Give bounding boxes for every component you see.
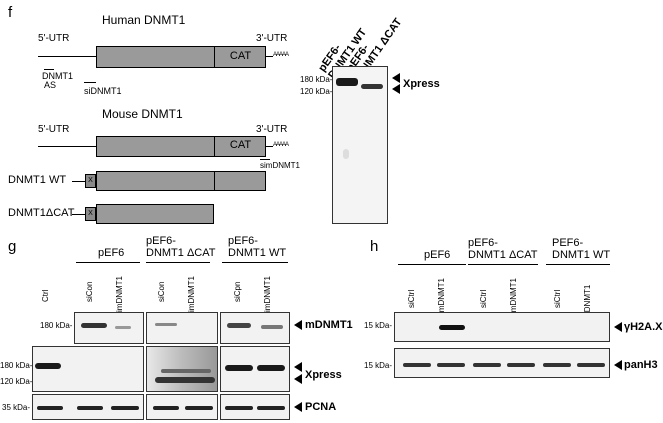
h-group3-label-1: PEF6- (552, 237, 584, 249)
human-dnmt1-title: Human DNMT1 (102, 13, 186, 27)
g-label-pcna: PCNA (305, 401, 337, 413)
g-lane-label-ctrl: Ctrl (41, 289, 50, 302)
g-group3-label-2: DNMT1 WT (228, 247, 287, 259)
h-group1-underline (398, 264, 466, 265)
g-blot-mdnmt1-mid (146, 312, 218, 344)
g-group3-underline (222, 262, 288, 263)
f-arrow-2 (392, 84, 400, 94)
g-blot-xpress-mid (146, 346, 218, 392)
g-group3-label-1: pEF6- (228, 235, 258, 247)
g-blot-mdnmt1-right (220, 312, 290, 344)
h-group2-underline (468, 264, 538, 265)
simdnmt1-label: simDNMT1 (260, 161, 300, 170)
g-mw-180a: 180 kDa- (40, 321, 73, 330)
h-mw-15b: 15 kDa- (364, 361, 393, 370)
simdnmt1-mark (260, 159, 270, 160)
g-group1-underline (76, 262, 140, 263)
panel-h-letter: h (370, 238, 379, 255)
construct-wt-xpress-tag: X (85, 174, 96, 188)
g-arrow-pcna (294, 402, 302, 412)
construct-wt-cat-divider (214, 171, 215, 191)
g-arrow-xpress-2 (294, 374, 302, 384)
construct-wt-label: DNMT1 WT (8, 174, 67, 186)
g-lane-label-simdnmt1-2: simDNMT1 (187, 276, 196, 316)
sidnmt1-mark (84, 82, 96, 83)
g-lane-label-simdnmt1-1: simDNMT1 (115, 276, 124, 316)
construct-dcat-line (72, 214, 86, 215)
mouse-utr3: 3'-UTR (256, 124, 288, 135)
g-blot-pcna-left (32, 394, 144, 420)
g-arrow-xpress-1 (294, 362, 302, 372)
construct-dcat-gene (96, 204, 214, 224)
dnmt1-as-label-2: AS (44, 80, 57, 90)
g-mw-35: 35 kDa- (2, 403, 31, 412)
h-lane-label-sictrl-2: siCtrl (479, 289, 488, 308)
human-utr5-line (38, 56, 97, 57)
human-utr5: 5'-UTR (38, 33, 70, 44)
f-xpress-label: Xpress (403, 78, 440, 90)
g-group2-underline (146, 262, 210, 263)
g-mw-180b: 180 kDa- (0, 361, 33, 370)
dnmt1-as-mark (44, 69, 54, 70)
mouse-dnmt1-title: Mouse DNMT1 (102, 107, 183, 121)
h-group2-label-2: DNMT1 ΔCAT (468, 249, 538, 261)
h-group3-label-2: DNMT1 WT (552, 249, 611, 261)
h-blot-gh2ax (394, 312, 610, 342)
g-lane-label-sicpn: siCpn (233, 281, 242, 302)
h-arrow-panh3 (614, 360, 622, 370)
human-utr3-line (265, 56, 273, 57)
h-label-panh3: panH3 (624, 359, 658, 371)
h-lane-label-sictrl-3: siCtrl (553, 289, 562, 308)
h-group3-underline (546, 264, 610, 265)
g-blot-pcna-mid (146, 394, 218, 420)
construct-wt-line (72, 181, 86, 182)
g-group2-label-2: DNMT1 ΔCAT (146, 247, 216, 259)
g-arrow-mdnmt1 (294, 320, 302, 330)
f-mw-180: 180 kDa- (300, 75, 333, 84)
h-mw-15a: 15 kDa- (364, 321, 393, 330)
human-polya: AAAAA (273, 52, 289, 58)
f-mw-120: 120 kDa- (300, 87, 333, 96)
g-mw-120: 120 kDa- (0, 377, 33, 386)
f-arrow-1 (392, 73, 400, 83)
construct-dcat-label: DNMT1ΔCAT (8, 207, 75, 219)
mouse-utr3-line (265, 146, 273, 147)
g-lane-label-sicon-2: siCon (157, 281, 166, 302)
f-blot-image (332, 66, 388, 224)
construct-wt-gene (96, 171, 266, 191)
h-lane-label-sictrl-1: siCtrl (407, 289, 416, 308)
g-group1-label: pEF6 (98, 247, 125, 259)
g-blot-xpress-right (220, 346, 290, 392)
g-blot-pcna-right (220, 394, 290, 420)
g-blot-mdnmt1-left (74, 312, 144, 344)
h-group2-label-1: pEF6- (468, 237, 498, 249)
human-dnmt1-gene (96, 46, 266, 68)
g-blot-xpress-left (32, 346, 144, 392)
mouse-utr5-line (38, 146, 97, 147)
h-arrow-gh2ax (614, 322, 622, 332)
construct-dcat-xpress-tag: X (85, 207, 96, 221)
h-label-gh2ax: γH2A.X (624, 321, 663, 333)
g-group2-label-1: pEF6- (146, 235, 176, 247)
panel-g-letter: g (8, 238, 17, 255)
human-cat-domain: CAT (214, 46, 266, 68)
g-lane-label-simdnmt1-3: simDNMT1 (263, 276, 272, 316)
human-utr3: 3'-UTR (256, 33, 288, 44)
sidnmt1-label: siDNMT1 (84, 86, 122, 96)
mouse-cat-domain: CAT (214, 136, 266, 157)
mouse-polya: AAAAA (273, 142, 289, 148)
dnmt1-as-label-1: DNMT1 (42, 71, 73, 81)
g-label-xpress: Xpress (305, 369, 342, 381)
g-label-mdnmt1: mDNMT1 (305, 319, 353, 331)
h-blot-panh3 (394, 348, 610, 378)
g-lane-label-sicon-1: siCon (85, 281, 94, 302)
mouse-utr5: 5'-UTR (38, 124, 70, 135)
panel-f-letter: f (8, 4, 13, 21)
h-group1-label: pEF6 (424, 249, 451, 261)
